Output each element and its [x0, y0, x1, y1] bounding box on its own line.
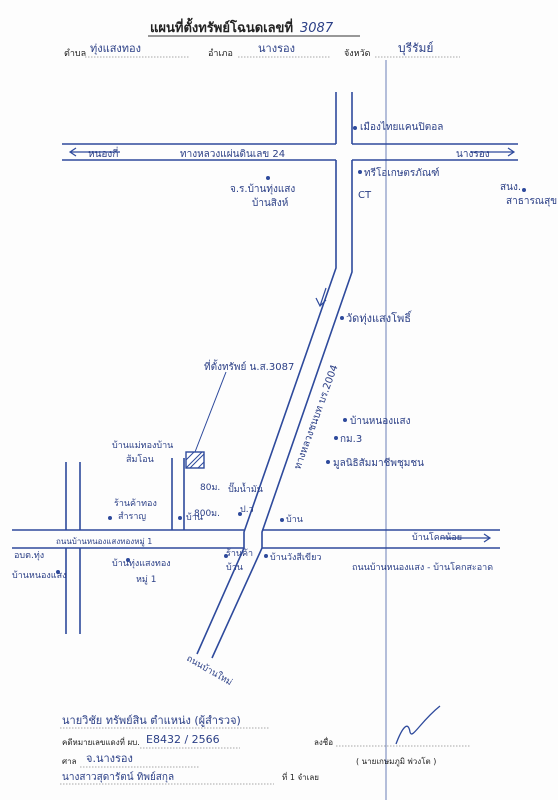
label-ct: CT: [358, 190, 372, 201]
footer-office-label: ศาล: [62, 757, 77, 766]
value-tambon: ทุ่งแสงทอง: [90, 42, 141, 55]
label-plot-location: ที่ตั้งทรัพย์ น.ส.3087: [204, 359, 294, 373]
footer-branch: นางสาวสุดารัตน์ ทิพย์สกุล: [62, 771, 174, 783]
header-title: แผนที่ตั้งทรัพย์โฉนดเลขที่: [150, 17, 293, 36]
dot-gas: [238, 512, 242, 516]
label-khunkrairin-1: ร้านค้าทอง: [114, 498, 157, 509]
label-foundation: มูลนิธิสัมมาชีพชุมชน: [333, 457, 424, 469]
label-changwat: จังหวัด: [344, 49, 371, 59]
label-shop-1: ร้านค้า: [226, 548, 253, 559]
label-health-2: สาธารณสุข: [506, 196, 557, 207]
place-dots: [56, 126, 526, 574]
label-village1-2: หมู่ 1: [136, 575, 156, 585]
label-gas-2: ป.ว: [240, 505, 254, 515]
label-cooperative-2: บ้านสิงห์: [252, 197, 288, 209]
label-house-west: บ้าน: [186, 512, 203, 523]
value-changwat: บุรีรัมย์: [398, 41, 433, 56]
label-temple: วัดทุ่งแสงโพธิ์: [346, 310, 413, 325]
value-amphoe: นางรอง: [258, 42, 295, 55]
dot-foundation: [326, 460, 330, 464]
label-health-1: สนง.: [500, 182, 521, 193]
roads: [12, 92, 518, 659]
signature-mark: [395, 705, 441, 745]
label-cooperative-1: จ.ร.บ้านทุ่งแสง: [230, 183, 295, 195]
dot-nong-school: [343, 418, 347, 422]
label-distance-80: 80ม.: [200, 483, 220, 493]
label-gm3: กม.3: [340, 434, 362, 445]
label-southeast-road: ถนนบ้านหนองแสง - บ้านโคกสะอาด: [352, 562, 493, 573]
footer-deed-label: คดีหมายเลขแดงที่ ผบ.: [62, 736, 140, 747]
dot-village1: [126, 558, 130, 562]
dot-school: [353, 126, 357, 130]
dot-cooperative: [266, 176, 270, 180]
label-amphoe: อำเภอ: [208, 48, 233, 59]
label-house-east: บ้าน: [286, 514, 303, 525]
label-shop-2: บ้าน: [226, 562, 243, 573]
road-2004-east-edge: [211, 160, 353, 659]
dot-huay-school: [358, 170, 362, 174]
footer-signature-label: ลงชื่อ: [314, 736, 333, 747]
dot-house-west: [178, 516, 182, 520]
footer: นายวิชัย ทรัพย์สิน ตำแหน่ง (ผู้สำรวจ) คด…: [60, 705, 470, 785]
dot-wang: [264, 554, 268, 558]
dot-gm3: [334, 436, 338, 440]
label-distance-800: 800ม.: [194, 509, 220, 519]
dot-temple: [340, 316, 344, 320]
label-west-destination: หนองกี่: [88, 146, 118, 160]
arrow-east-highway: [470, 147, 516, 157]
label-mother-house-1: บ้านแม่ทองบ้าน: [112, 440, 173, 451]
label-obt-2: บ้านหนองแสง: [12, 570, 67, 581]
label-gas-1: ปั๊มน้ำมัน: [228, 482, 263, 495]
dot-khunkrairin: [108, 516, 112, 520]
label-road-2004: ทางหลวงชนบท บร.2004: [292, 364, 340, 472]
plot-pointer-line: [194, 371, 227, 453]
label-tambon: ตำบล: [64, 48, 86, 59]
arrow-east-lower: [440, 533, 492, 543]
label-khunkrairin-2: สำราญ: [118, 511, 146, 522]
label-road-to-village: ถนนบ้านหนองแสงทองหมู่ 1: [56, 537, 152, 547]
dot-shop: [224, 554, 228, 558]
footer-office-value: จ.นางรอง: [86, 752, 133, 765]
dot-obt: [56, 570, 60, 574]
label-village1-1: บ้านทุ่งแสงทอง: [112, 558, 171, 569]
dot-health: [522, 188, 526, 192]
footer-deed-value: E8432 / 2566: [146, 733, 220, 746]
label-highway-24: ทางหลวงแผ่นดินเลข 24: [180, 149, 285, 160]
label-nong-school: บ้านหนองแสง: [350, 415, 411, 427]
label-east-destination: นางรอง: [456, 149, 490, 160]
arrow-road-2004: [315, 287, 327, 308]
label-huay-school: ทรีโอเกษตรภัณฑ์: [364, 166, 439, 179]
label-east-road: บ้านโคกน้อย: [412, 532, 462, 543]
label-wang: บ้านวังสีเขียว: [270, 552, 321, 563]
footer-signer: ( นายเกษมภูมิ พ่วงโต ): [356, 756, 436, 767]
label-north-place: เมืองไทยแคนปิตอล: [360, 121, 443, 133]
road-2004-west-edge: [196, 160, 337, 655]
header-title-number: 3087: [300, 21, 334, 36]
plot-marker: [185, 371, 227, 469]
label-south-road: ถนนบ้านใหม่: [185, 653, 235, 688]
direction-arrows: [68, 147, 516, 543]
footer-page: ที่ 1 จำเลย: [282, 771, 319, 782]
dot-house-east: [280, 518, 284, 522]
footer-surveyor: นายวิชัย ทรัพย์สิน ตำแหน่ง (ผู้สำรวจ): [62, 714, 241, 727]
arrow-west-highway: [68, 147, 120, 157]
label-mother-house-2: ส้มโอน: [126, 454, 154, 465]
label-obt-1: อบต.ทุ่ง: [14, 551, 44, 561]
